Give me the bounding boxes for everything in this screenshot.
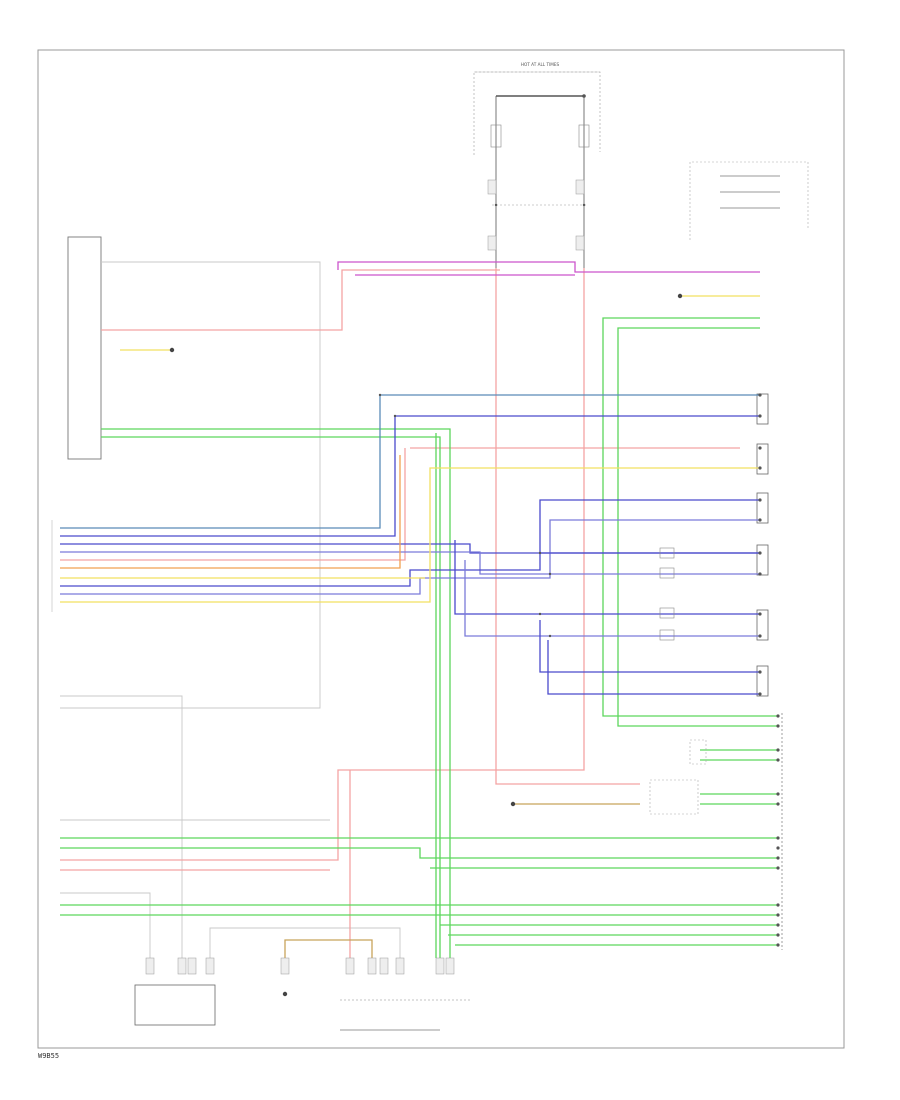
ground-symbols — [169, 293, 683, 997]
speakers — [756, 393, 769, 697]
speaker-5 — [756, 609, 769, 641]
speaker-3 — [756, 492, 769, 524]
inline-connectors — [659, 547, 675, 641]
diagram-frame — [37, 49, 845, 1049]
radio-amplifier-box — [67, 236, 102, 460]
diagram-code: W9B55 — [38, 1052, 59, 1060]
splice-boxes — [649, 739, 707, 815]
blue-wires — [60, 394, 760, 695]
speaker-1 — [756, 393, 769, 425]
speaker-4 — [756, 544, 769, 576]
ground-module — [689, 161, 809, 240]
orange-yellow-wires — [60, 295, 760, 958]
magenta-wires — [337, 261, 760, 276]
green-wires — [60, 317, 778, 958]
speaker-2 — [756, 443, 769, 475]
fuse-block: HOT AT ALL TIMES — [473, 62, 601, 268]
bottom-left-module — [134, 984, 216, 1026]
wire-terminals — [378, 94, 780, 947]
bottom-modules — [134, 957, 470, 1031]
red-wires — [60, 268, 740, 958]
gray-wires — [60, 261, 401, 968]
fuse-block-header: HOT AT ALL TIMES — [521, 62, 560, 67]
speaker-6 — [756, 665, 769, 697]
